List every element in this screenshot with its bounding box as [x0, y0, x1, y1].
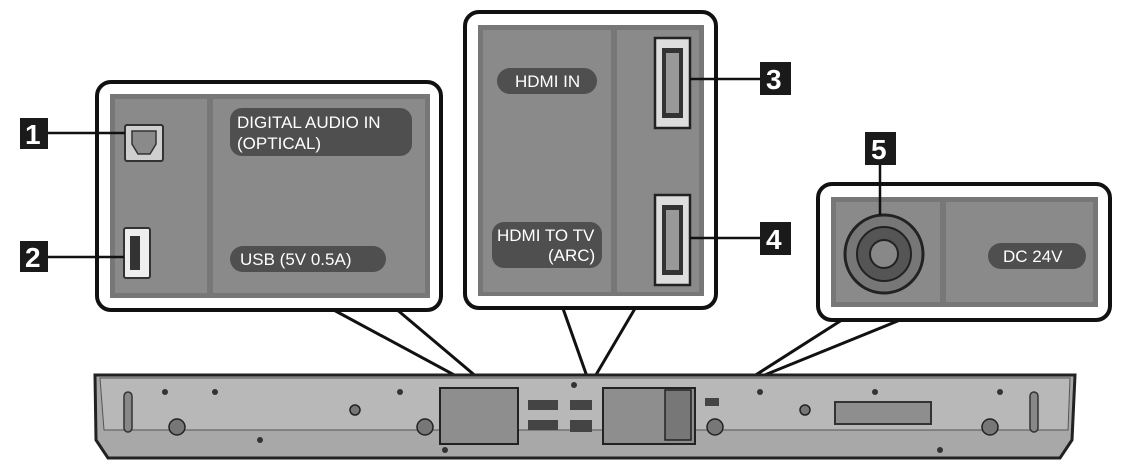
callout-3: 3 — [760, 62, 791, 95]
hdmi-tv-label-pill — [492, 222, 602, 268]
optical-label-line1: DIGITAL AUDIO IN — [237, 113, 381, 132]
middle-zoom-panel: HDMI IN HDMI TO TV (ARC) — [463, 10, 718, 310]
hdmi-tv-port-icon — [653, 193, 692, 287]
callout-lines — [48, 77, 882, 259]
hdmi-tv-label-line1: HDMI TO TV — [497, 226, 595, 245]
soundbar-body — [93, 373, 1077, 460]
usb-label-pill — [230, 246, 386, 272]
hdmi-tv-label-line2: (ARC) — [548, 246, 595, 265]
usb-label: USB (5V 0.5A) — [240, 250, 352, 269]
dc-label-pill — [988, 243, 1086, 269]
callout-2-number: 2 — [25, 242, 41, 273]
hdmi-in-port-icon — [653, 36, 692, 130]
usb-port-icon — [123, 227, 151, 279]
optical-label-pill — [230, 108, 412, 156]
callout-3-number: 3 — [766, 64, 782, 95]
callout-1-number: 1 — [25, 119, 41, 150]
callout-1: 1 — [20, 118, 48, 150]
callout-2: 2 — [20, 241, 48, 273]
right-zoom-panel: DC 24V — [816, 182, 1112, 322]
left-zoom-panel: DIGITAL AUDIO IN (OPTICAL) USB (5V 0.5A) — [95, 80, 443, 312]
callout-4: 4 — [760, 222, 791, 255]
callout-5: 5 — [865, 132, 896, 165]
optical-port-icon — [124, 124, 164, 162]
dc-label: DC 24V — [1003, 247, 1063, 266]
hdmi-in-label-pill — [497, 68, 597, 94]
optical-label-line2: (OPTICAL) — [237, 134, 321, 153]
hdmi-in-label: HDMI IN — [515, 72, 580, 91]
callout-5-number: 5 — [871, 134, 887, 165]
dc-power-jack-icon — [843, 213, 925, 295]
callout-4-number: 4 — [766, 224, 782, 255]
